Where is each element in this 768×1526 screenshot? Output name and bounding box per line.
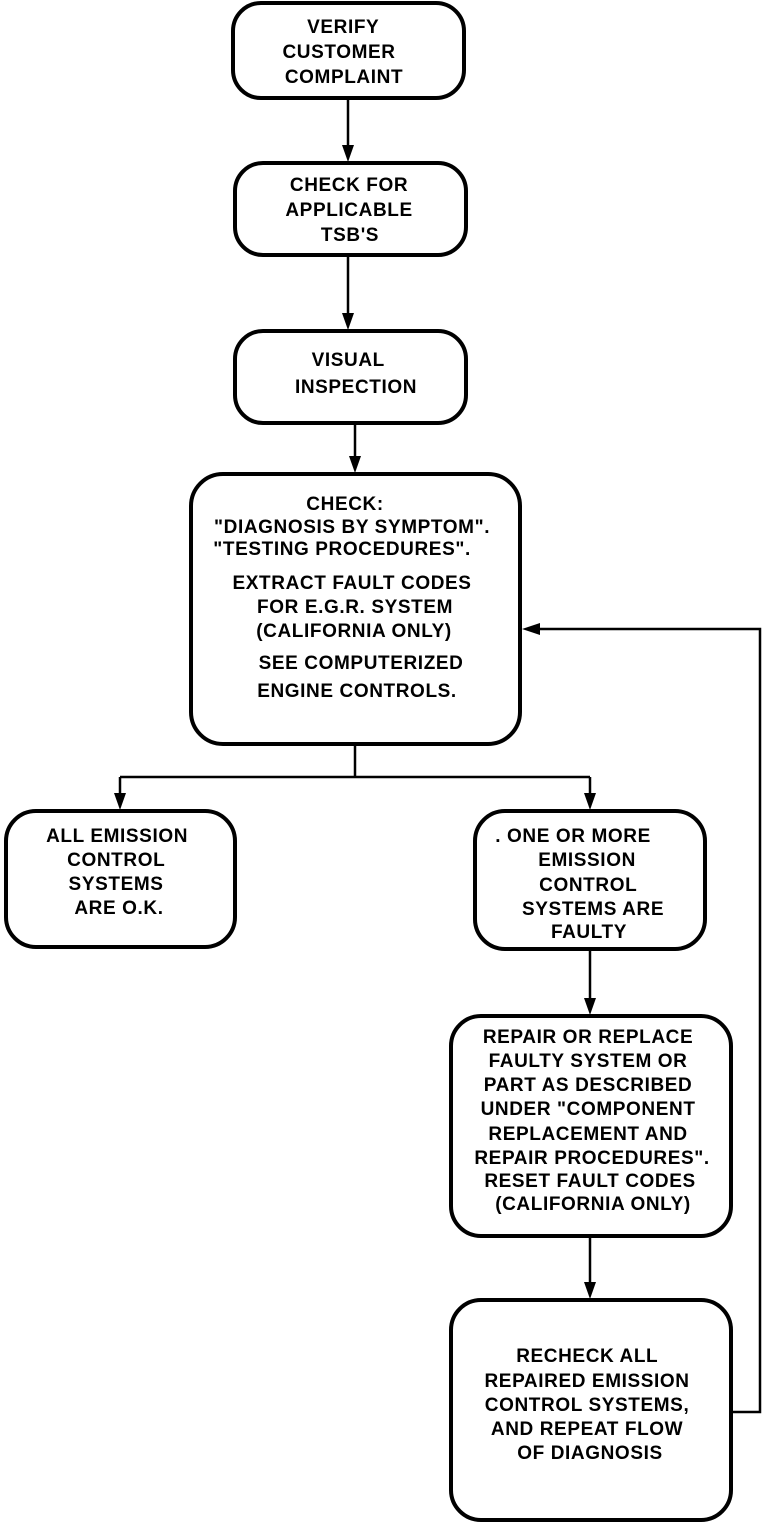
systems-faulty-label: . ONE OR MORE EMISSION CONTROL SYSTEMS A…: [495, 826, 670, 943]
connector-visual-to-check: [349, 423, 361, 473]
verify-complaint-label: VERIFY CUSTOMER COMPLAINT: [282, 17, 403, 88]
connector-repair-to-recheck: [584, 1236, 596, 1299]
connector-split-to-faulty: [584, 777, 596, 810]
recheck-box: [449, 1298, 733, 1522]
check-procedures-label: CHECK: "DIAGNOSIS BY SYMPTOM". "TESTING …: [213, 494, 496, 702]
connector-faulty-to-repair: [584, 949, 596, 1015]
visual-inspection-box: [233, 329, 468, 425]
connector-verify-to-tsbs: [342, 98, 354, 162]
systems-ok-label: ALL EMISSION CONTROL SYSTEMS ARE O.K.: [46, 826, 194, 919]
systems-ok-box: [4, 809, 237, 949]
visual-inspection-label: VISUAL INSPECTION: [295, 350, 417, 398]
repair-replace-label: REPAIR OR REPLACE FAULTY SYSTEM OR PART …: [474, 1027, 715, 1215]
connector-split-to-ok: [114, 777, 126, 810]
check-tsbs-box: [233, 161, 468, 257]
recheck-label: RECHECK ALL REPAIRED EMISSION CONTROL SY…: [484, 1346, 695, 1464]
connector-tsbs-to-visual: [342, 255, 354, 330]
connector-recheck-loop-back: [522, 623, 762, 1414]
connector-check-split: [120, 744, 590, 779]
check-tsbs-label: CHECK FOR APPLICABLE TSB'S: [285, 175, 418, 246]
